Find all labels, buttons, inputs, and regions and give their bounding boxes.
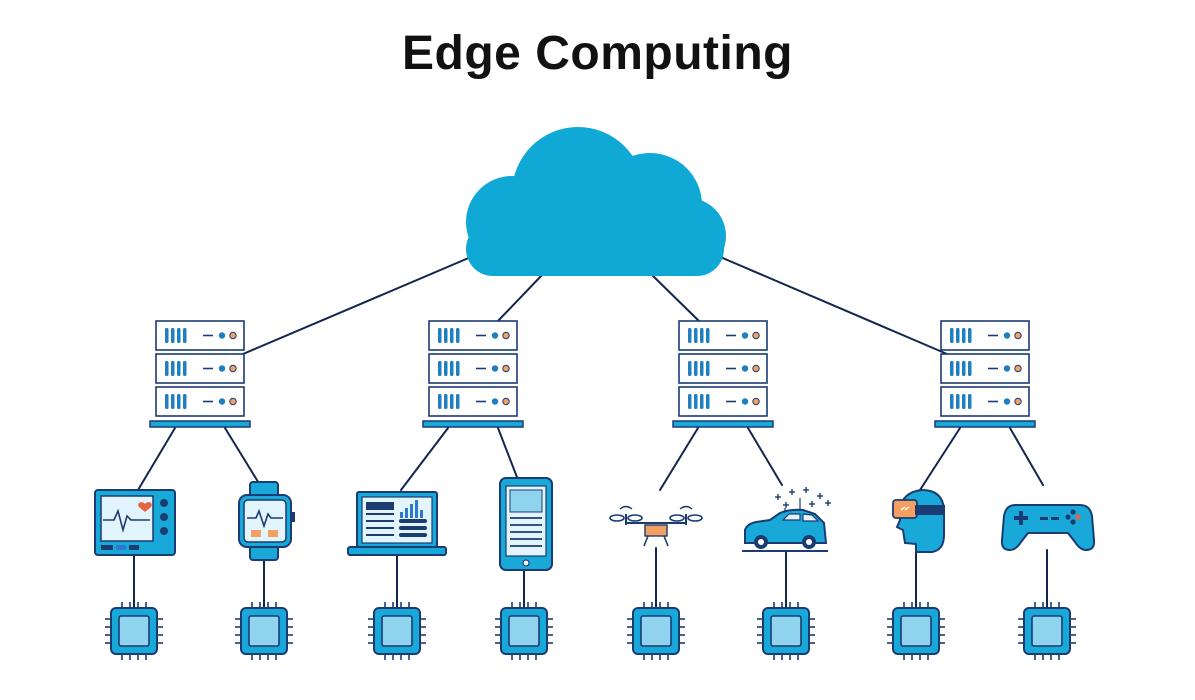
server-rack-icon bbox=[934, 320, 1036, 428]
cloud-icon bbox=[466, 127, 726, 276]
microchip-icon bbox=[495, 602, 553, 660]
microchip-icon bbox=[757, 602, 815, 660]
server-rack-icon bbox=[672, 320, 774, 428]
microchip-icon bbox=[368, 602, 426, 660]
microchip-icon bbox=[235, 602, 293, 660]
laptop-icon bbox=[347, 491, 447, 556]
drone-icon bbox=[609, 505, 703, 547]
smartwatch-icon bbox=[238, 481, 295, 561]
connected-car-icon bbox=[742, 487, 831, 552]
vr-headset-icon bbox=[892, 488, 945, 553]
microchip-icon bbox=[887, 602, 945, 660]
tablet-icon bbox=[499, 477, 553, 571]
microchip-icon bbox=[105, 602, 163, 660]
diagram-title: Edge Computing bbox=[402, 27, 793, 80]
server-rack-icon bbox=[149, 320, 251, 428]
patient-monitor-icon bbox=[94, 489, 176, 556]
server-rack-icon bbox=[422, 320, 524, 428]
connection-lines bbox=[133, 253, 1048, 611]
microchip-icon bbox=[627, 602, 685, 660]
microchip-icon bbox=[1018, 602, 1076, 660]
game-controller-icon bbox=[1000, 504, 1096, 552]
